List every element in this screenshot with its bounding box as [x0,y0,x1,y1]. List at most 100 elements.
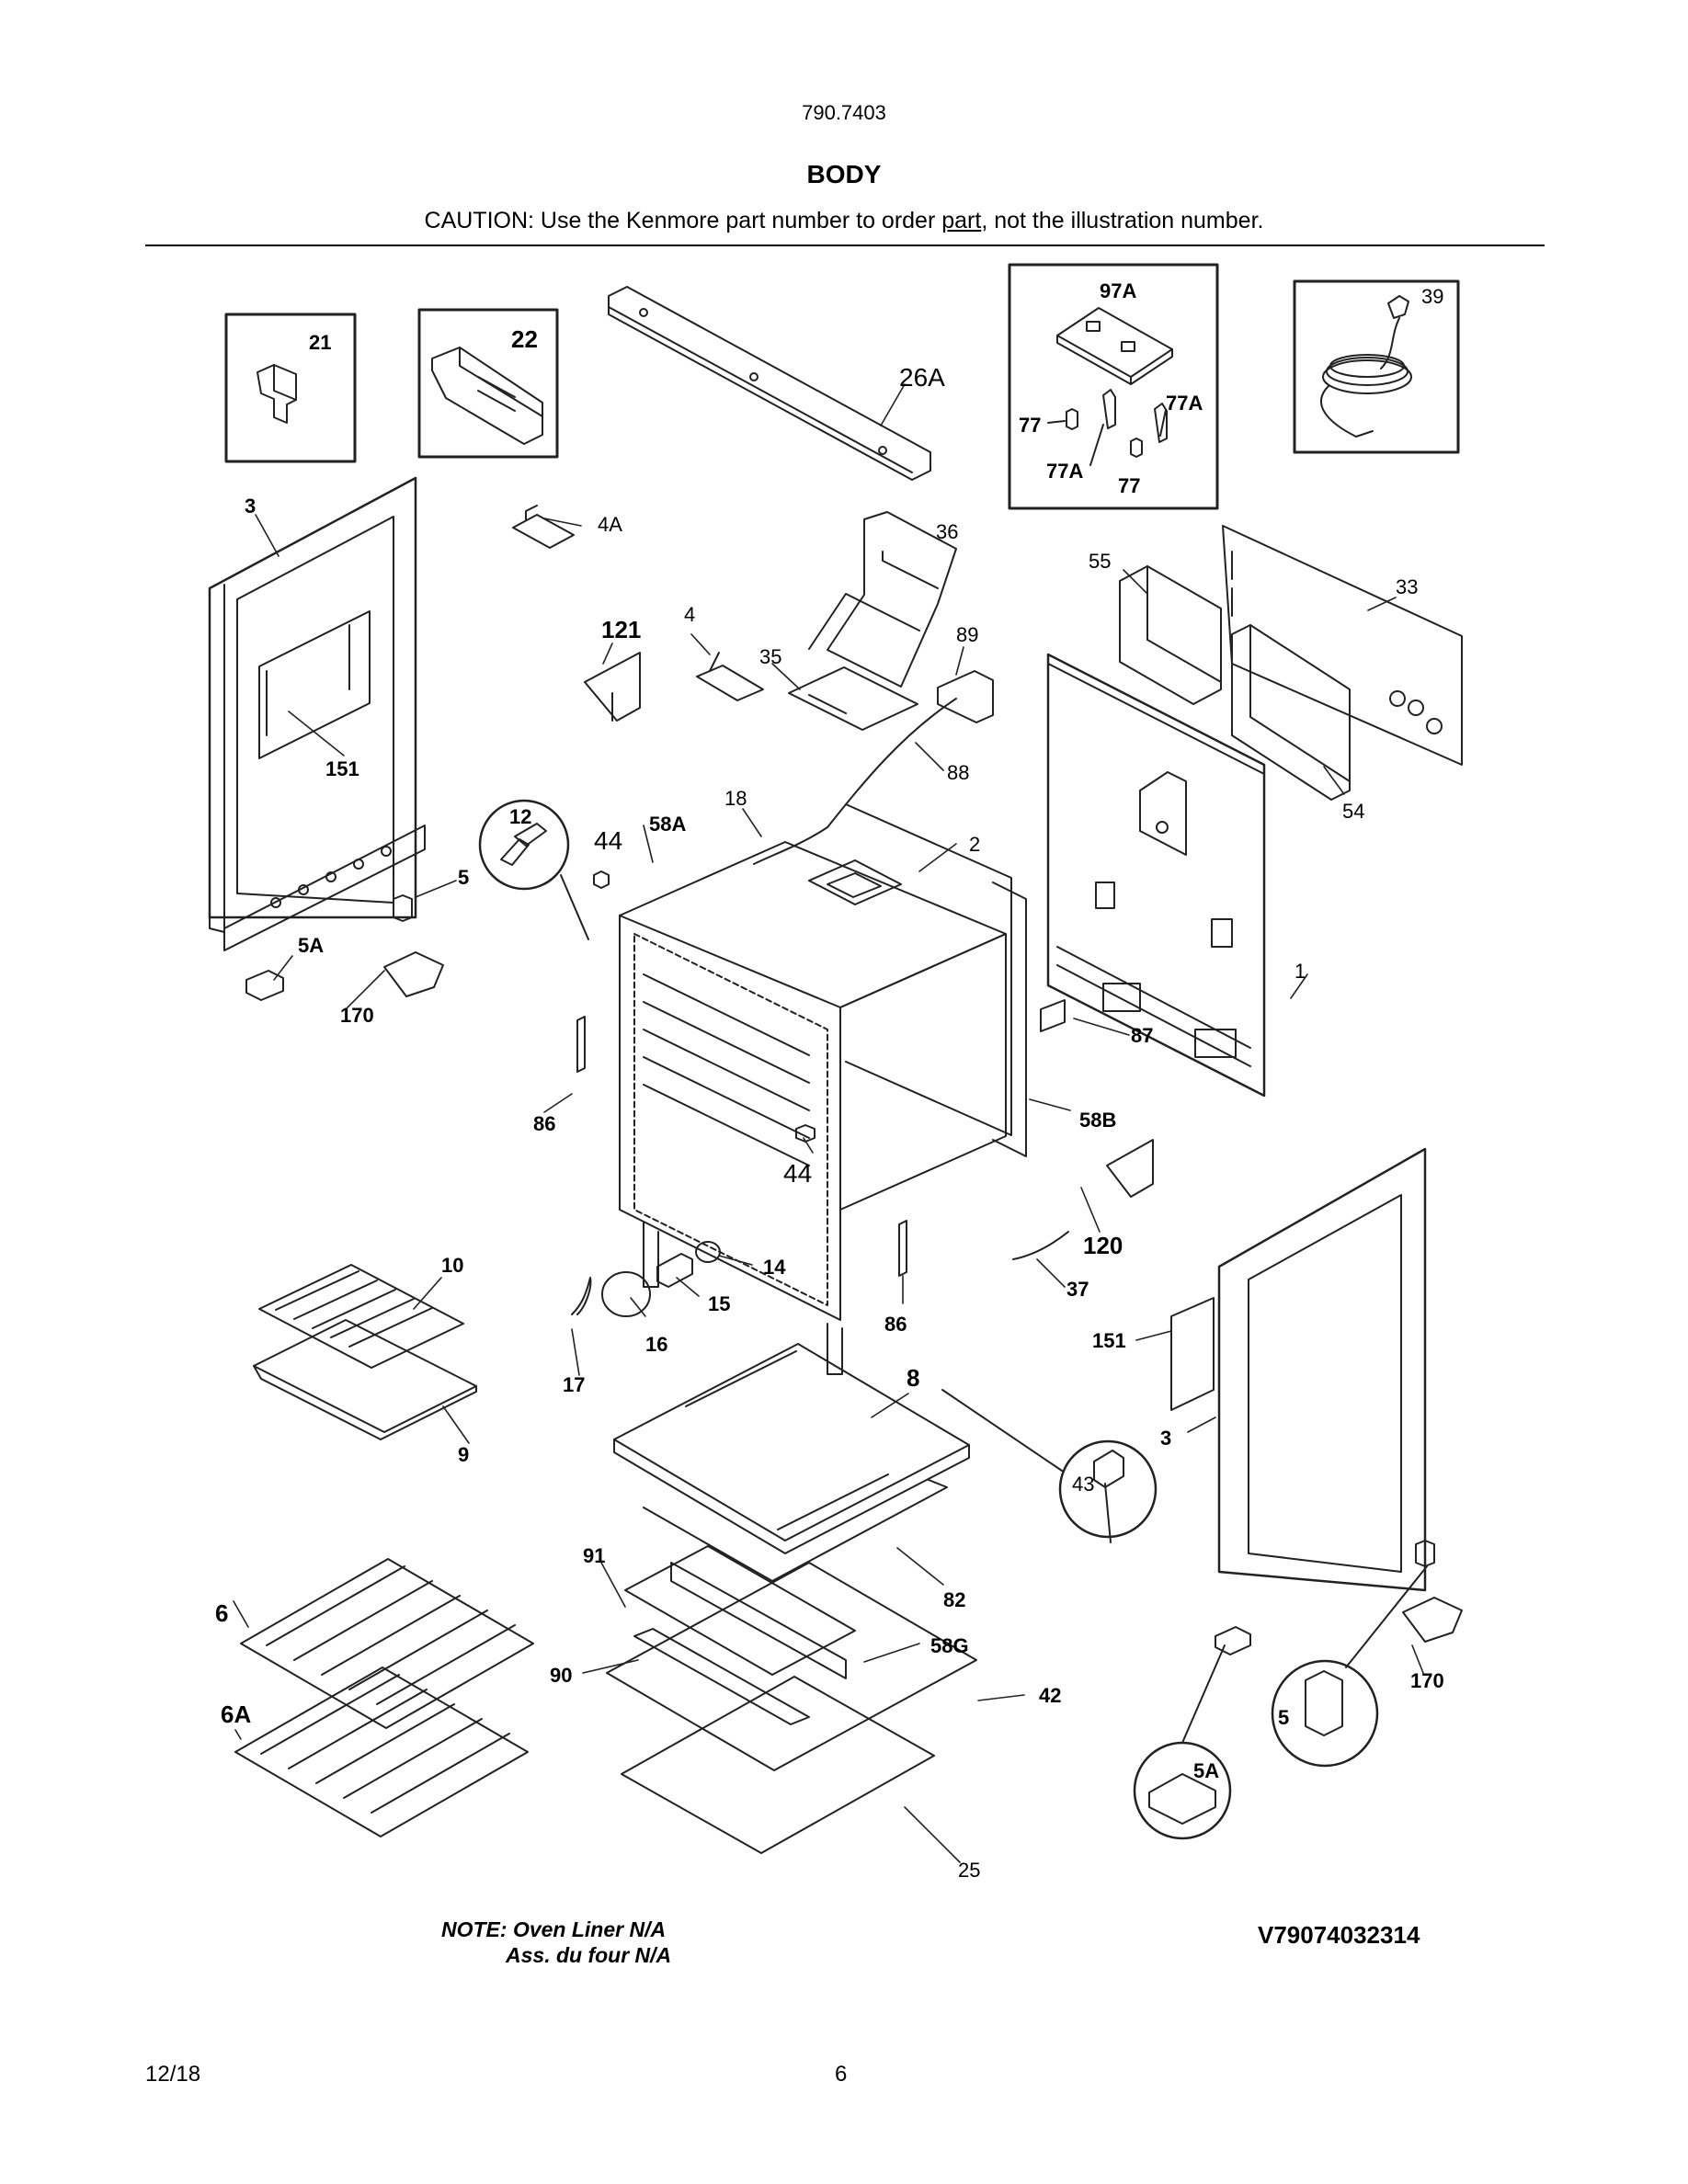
callout-5-right: 5 [1278,1706,1289,1729]
callout-87: 87 [1131,1024,1153,1047]
part-9-broiler-pan [253,1319,477,1440]
part-8-bottom-panel [613,1343,970,1554]
part-17 [571,1277,592,1315]
callout-151-right: 151 [1092,1329,1126,1352]
callout-5-left: 5 [458,866,469,889]
callout-170-right: 170 [1410,1669,1444,1692]
callout-4: 4 [684,603,695,626]
part-1-back-panel [1046,653,1266,1098]
callout-6a: 6A [221,1701,251,1728]
part-16 [601,1271,651,1317]
callout-26a: 26A [899,363,945,392]
callout-2: 2 [969,833,980,856]
callout-77a-bottom: 77A [1046,460,1083,483]
inset-part-97a-77 [1008,263,1219,510]
callout-5a-left: 5A [298,934,324,957]
note-oven-liner: NOTE: Oven Liner N/A [441,1917,667,1941]
callout-88: 88 [947,761,969,784]
caution-link[interactable]: part [941,208,982,233]
part-3-left-side-panel [208,476,426,951]
callout-10: 10 [441,1254,463,1277]
callout-151-left: 151 [325,757,359,780]
part-3-right-side-panel [1170,1147,1427,1592]
callout-44-top: 44 [594,826,622,855]
callout-1: 1 [1295,960,1306,983]
callout-3-left: 3 [245,495,256,518]
callout-55: 55 [1089,550,1111,573]
inset-part-22 [417,308,559,459]
caution-prefix: CAUTION: Use the Kenmore part number to … [424,208,942,233]
part-35 [788,666,918,731]
part-26a [608,286,931,481]
part-14 [695,1241,721,1263]
part-43-inset [941,1389,1158,1543]
callout-42: 42 [1039,1684,1061,1707]
part-58g-91-90-assembly [606,1545,977,1771]
callout-5a-right: 5A [1193,1759,1219,1782]
callout-22: 22 [511,325,538,353]
callout-44-bottom: 44 [783,1159,812,1188]
oven-cavity-assembly [619,803,1027,1375]
part-121 [584,652,641,722]
callout-36: 36 [936,520,958,543]
callout-86-left: 86 [533,1112,555,1135]
leader-lines [233,383,1424,1863]
callout-58a: 58A [649,813,686,836]
part-54 [1231,624,1351,801]
part-44-bottom [795,1124,815,1143]
callout-15: 15 [708,1292,730,1315]
callout-121: 121 [601,616,641,643]
part-10-broiler-grid [258,1264,464,1369]
note-oven-liner-fr: Ass. du four N/A [506,1943,672,1967]
callout-97a: 97A [1100,279,1136,302]
callout-43: 43 [1072,1473,1094,1496]
callout-120: 120 [1083,1232,1123,1259]
callout-12: 12 [509,805,531,828]
figure-code: V79074032314 [1258,1921,1420,1949]
part-25 [621,1676,935,1854]
callout-9: 9 [458,1443,469,1466]
part-120 [1106,1139,1154,1198]
part-4 [696,652,764,701]
callout-25: 25 [958,1859,980,1882]
part-36 [808,511,957,688]
callout-77-left: 77 [1019,414,1041,437]
part-55 [1119,565,1222,705]
model-number: 790.7403 [802,101,886,124]
header-rule [145,245,1545,246]
callout-90: 90 [550,1664,572,1687]
part-6-oven-rack [240,1558,534,1729]
part-37 [1012,1231,1069,1260]
part-170-right [1402,1597,1463,1643]
inset-part-21 [224,313,357,463]
part-33-rear-panel [1222,525,1463,766]
callout-91: 91 [583,1544,605,1567]
section-title: BODY [806,160,882,188]
callout-33: 33 [1396,575,1418,598]
callout-39: 39 [1421,285,1443,308]
part-170-left [383,951,444,997]
part-15 [656,1253,693,1288]
part-82 [643,1479,948,1582]
wire-88 [753,698,957,865]
caution-text: CAUTION: Use the Kenmore part number to … [0,208,1688,234]
part-4a [512,505,575,549]
callout-82: 82 [943,1588,965,1611]
callout-8: 8 [907,1364,919,1392]
callout-77a-right: 77A [1166,392,1203,415]
callout-37: 37 [1066,1278,1089,1301]
callout-17: 17 [563,1373,585,1396]
part-12-inset [478,799,589,940]
part-89 [937,670,994,723]
part-44-top [593,870,610,889]
callout-170-left: 170 [340,1004,374,1027]
callout-35: 35 [759,645,781,668]
callout-14: 14 [763,1256,786,1279]
callout-3-right: 3 [1160,1427,1171,1450]
part-86-left [576,1016,586,1073]
caution-suffix: , not the illustration number. [981,208,1264,233]
part-6a-oven-rack [234,1666,529,1837]
callout-89: 89 [956,623,978,646]
part-87 [1040,999,1066,1032]
